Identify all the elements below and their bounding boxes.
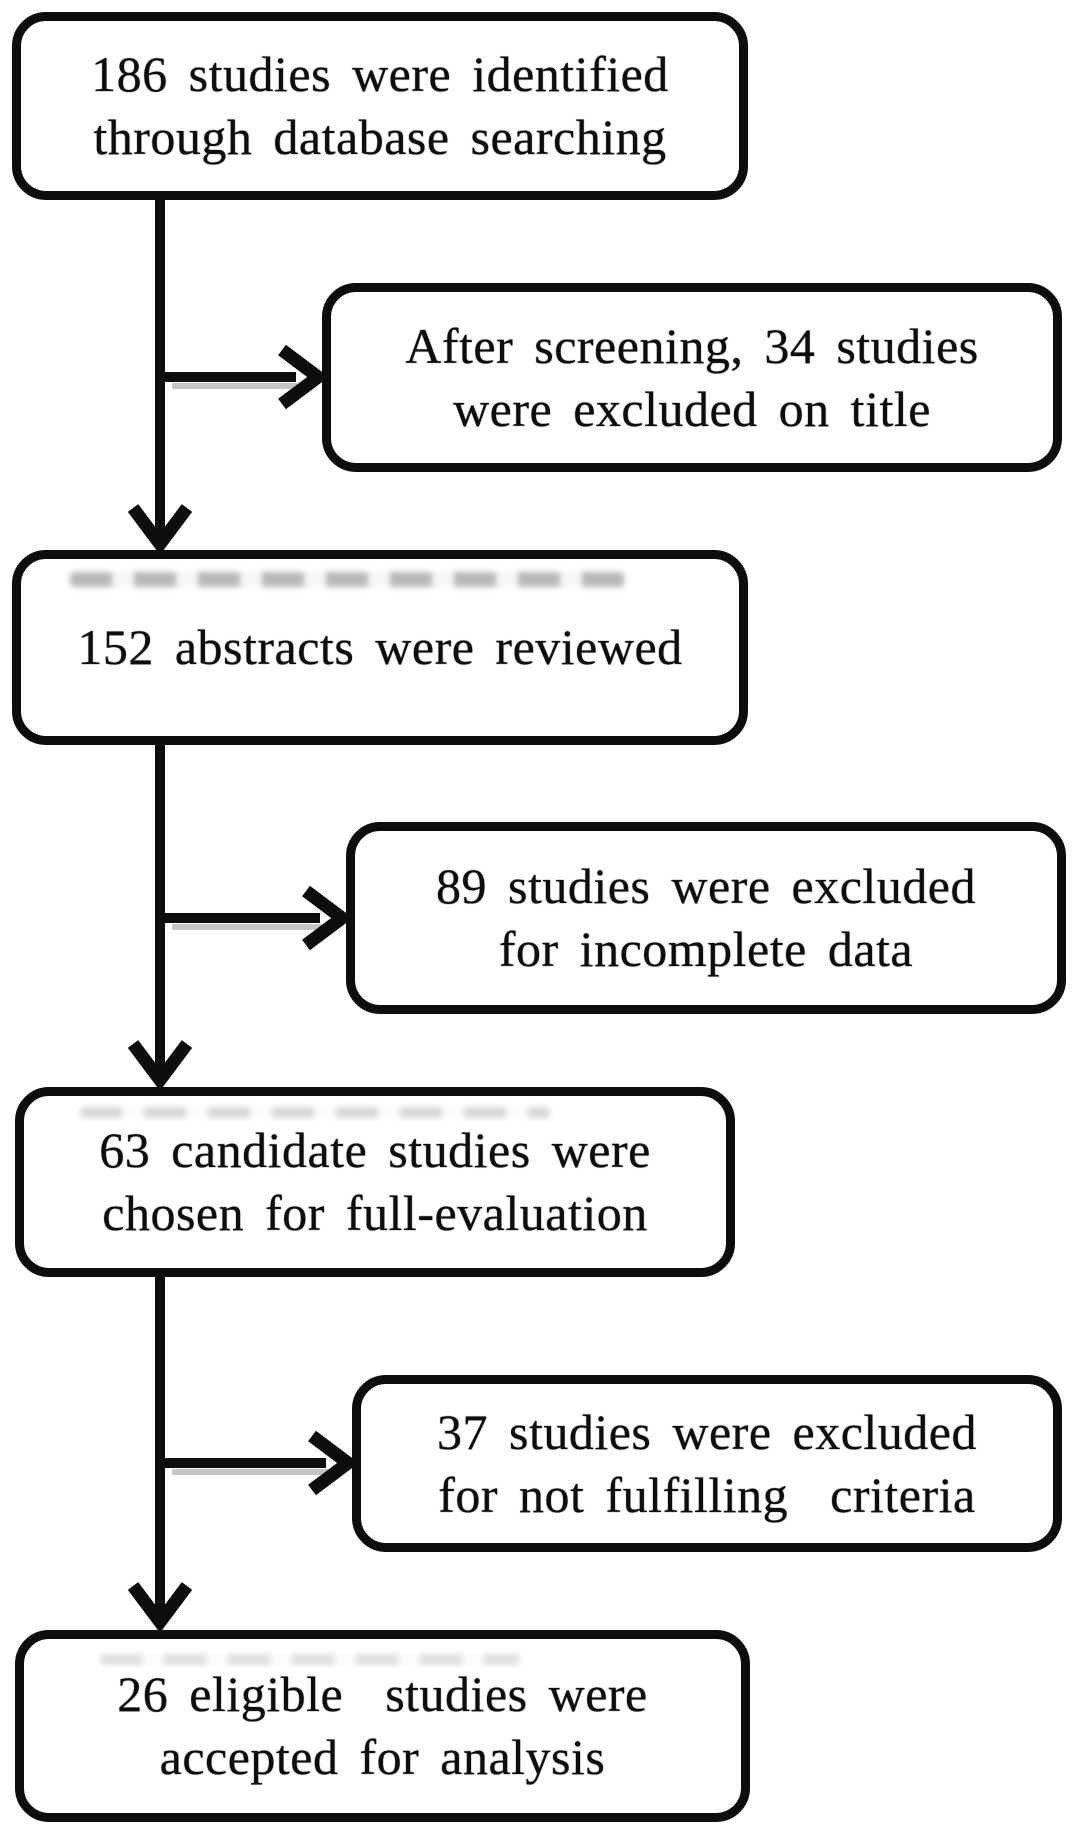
flow-box-candidate-studies: 63 candidate studies were chosen for ful… bbox=[15, 1087, 735, 1277]
flow-box-text-line: 186 studies were identified bbox=[91, 46, 669, 102]
flow-box-excluded-on-title: After screening, 34 studies were exclude… bbox=[322, 283, 1062, 472]
flow-box-eligible-accepted: 26 eligible studies were accepted for an… bbox=[15, 1630, 750, 1822]
down-arrowhead-1 bbox=[127, 504, 193, 555]
flow-box-text-line: for incomplete data bbox=[498, 921, 914, 977]
flow-box-text-line: After screening, 34 studies bbox=[405, 317, 979, 374]
right-arrowhead-1 bbox=[278, 344, 329, 410]
connector-shafts bbox=[155, 198, 326, 1612]
flow-box-text-line: chosen for full-evaluation bbox=[102, 1185, 648, 1241]
flow-box-text-line: 152 abstracts were reviewed bbox=[77, 619, 683, 675]
flow-box-text-line: accepted for analysis bbox=[159, 1729, 606, 1785]
arrowheads bbox=[127, 344, 359, 1633]
flow-box-identified: 186 studies were identified through data… bbox=[12, 12, 748, 200]
flow-box-text-line: were excluded on title bbox=[453, 380, 931, 437]
down-arrowhead-2 bbox=[127, 1040, 193, 1091]
flow-box-text-line: through database searching bbox=[93, 109, 667, 165]
right-arrowhead-3 bbox=[308, 1430, 359, 1496]
branch-shadows bbox=[172, 383, 328, 1475]
flow-box-text-line: 63 candidate studies were bbox=[99, 1122, 651, 1178]
right-arrowhead-2 bbox=[302, 885, 353, 951]
flow-box-abstracts-reviewed: 152 abstracts were reviewed bbox=[12, 550, 748, 745]
flow-box-text-line: 89 studies were excluded bbox=[435, 858, 976, 914]
flow-box-excluded-criteria: 37 studies were excluded for not fulfill… bbox=[352, 1375, 1062, 1552]
down-arrowhead-3 bbox=[127, 1582, 193, 1633]
flow-box-text-line: for not fulfilling criteria bbox=[438, 1466, 976, 1523]
flow-box-excluded-incomplete-data: 89 studies were excluded for incomplete … bbox=[346, 822, 1066, 1014]
flow-box-text-line: 37 studies were excluded bbox=[436, 1403, 977, 1460]
flow-box-text-line: 26 eligible studies were bbox=[117, 1666, 648, 1722]
